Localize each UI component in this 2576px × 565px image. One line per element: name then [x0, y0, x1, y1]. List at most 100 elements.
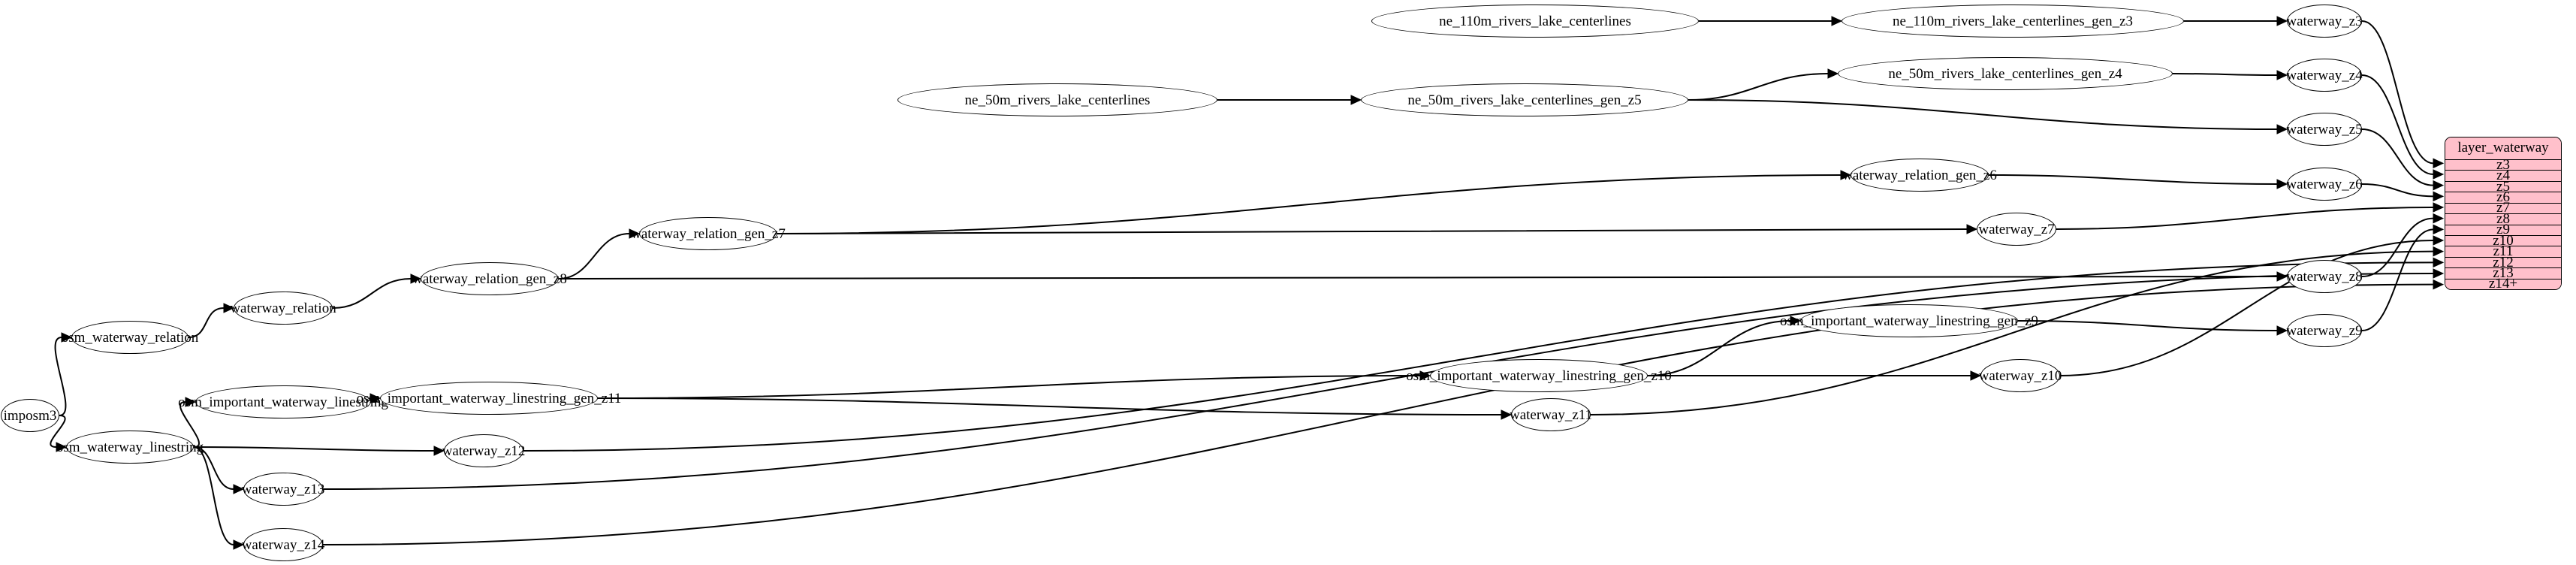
- graph-node-label: waterway_z4: [2286, 67, 2363, 83]
- graph-edge-arrowhead: [1970, 370, 1982, 381]
- graph-edge-arrowhead: [410, 273, 422, 284]
- layer-waterway-row-z11[interactable]: z11: [2445, 243, 2561, 259]
- graph-node-osm-important-waterway-linestring-gen-z11[interactable]: osm_important_waterway_linestring_gen_z1…: [357, 382, 621, 415]
- graph-node-label: ne_50m_rivers_lake_centerlines: [964, 92, 1151, 108]
- layer-waterway-row-z13[interactable]: z13: [2445, 264, 2561, 281]
- layer-waterway-row-label: z8: [2496, 210, 2510, 227]
- layer-waterway-row-z12[interactable]: z12: [2445, 254, 2561, 270]
- graph-node-waterway-relation-gen-z7[interactable]: waterway_relation_gen_z7: [631, 217, 786, 250]
- graph-node-waterway-z6[interactable]: waterway_z6: [2286, 168, 2363, 201]
- layer-waterway-row-z9[interactable]: z9: [2445, 222, 2561, 238]
- graph-node-ne-50m-rivers-lake-centerlines[interactable]: ne_50m_rivers_lake_centerlines: [897, 83, 1217, 116]
- graph-edge-arrowhead: [2276, 16, 2288, 26]
- graph-node-waterway-z9[interactable]: waterway_z9: [2286, 314, 2363, 347]
- graph-node-waterway-z13[interactable]: waterway_z13: [241, 473, 325, 506]
- layer-waterway-row-z14plus[interactable]: z14+: [2445, 276, 2561, 290]
- graph-node-osm-waterway-relation[interactable]: osm_waterway_relation: [62, 321, 198, 354]
- graph-edge: [558, 233, 630, 279]
- graph-node-label: waterway_z3: [2286, 13, 2363, 29]
- layer-waterway-row-z6[interactable]: z6: [2445, 189, 2561, 205]
- graph-node-waterway-z12[interactable]: waterway_z12: [442, 434, 526, 467]
- graph-edge-arrowhead: [2433, 213, 2445, 224]
- graph-edge: [777, 174, 1842, 234]
- graph-edge-arrowhead: [2433, 158, 2445, 169]
- layer-waterway-row-z7[interactable]: z7: [2445, 200, 2561, 216]
- graph-edge-arrowhead: [2433, 268, 2445, 279]
- graph-node-waterway-z4[interactable]: waterway_z4: [2286, 59, 2363, 92]
- graph-node-label: waterway_z13: [241, 481, 325, 497]
- graph-node-ne-110m-rivers-lake-centerlines[interactable]: ne_110m_rivers_lake_centerlines: [1371, 5, 1699, 38]
- graph-node-label: osm_important_waterway_linestring_gen_z1…: [356, 390, 622, 406]
- graph-node-waterway-z14[interactable]: waterway_z14: [242, 528, 324, 561]
- layer-waterway-row-label: z12: [2493, 254, 2514, 270]
- layer-waterway-row-z8[interactable]: z8: [2445, 210, 2561, 227]
- graph-node-ne-50m-rivers-lake-centerlines-gen-z5[interactable]: ne_50m_rivers_lake_centerlines_gen_z5: [1361, 83, 1688, 116]
- graph-edge: [558, 276, 2278, 279]
- layer-waterway-row-z4[interactable]: z4: [2445, 168, 2561, 183]
- graph-node-label: waterway_z12: [442, 443, 526, 459]
- graph-edge: [523, 261, 2434, 452]
- graph-edge-arrowhead: [1350, 95, 1362, 105]
- graph-node-label: imposm3: [3, 407, 57, 424]
- graph-node-osm-waterway-linestring[interactable]: osm_waterway_linestring: [56, 431, 204, 464]
- graph-edge: [193, 446, 435, 452]
- graph-node-waterway-z3[interactable]: waterway_z3: [2286, 5, 2363, 38]
- graph-edge-arrowhead: [2433, 191, 2445, 202]
- graph-edge-arrowhead: [2276, 124, 2288, 134]
- layer-waterway-row-label: z9: [2496, 222, 2510, 238]
- graph-node-label: waterway_z8: [2286, 268, 2363, 285]
- graph-edge-arrowhead: [233, 484, 245, 494]
- graph-node-imposm3[interactable]: imposm3: [1, 399, 59, 432]
- graph-edge: [322, 273, 2434, 490]
- graph-node-waterway-relation[interactable]: waterway_relation: [230, 292, 336, 325]
- graph-edge-arrowhead: [1966, 224, 1978, 234]
- graph-node-waterway-z5[interactable]: waterway_z5: [2286, 113, 2363, 146]
- graph-edge-arrowhead: [1840, 170, 1852, 180]
- graph-node-waterway-relation-gen-z8[interactable]: waterway_relation_gen_z8: [412, 262, 567, 295]
- graph-node-label: ne_50m_rivers_lake_centerlines_gen_z4: [1888, 65, 2122, 82]
- graph-node-label: waterway_z6: [2286, 176, 2363, 192]
- graph-edge: [2361, 228, 2434, 331]
- graph-node-label: waterway_z7: [1978, 221, 2055, 237]
- graph-edge: [54, 337, 67, 416]
- graph-edge: [193, 446, 234, 490]
- graph-node-osm-important-waterway-linestring[interactable]: osm_important_waterway_linestring: [178, 385, 388, 418]
- graph-edge-arrowhead: [1831, 16, 1843, 26]
- graph-edge: [2059, 240, 2434, 376]
- graph-edge: [2361, 128, 2434, 186]
- graph-edge-arrowhead: [1827, 68, 1839, 79]
- graph-edge-arrowhead: [370, 393, 382, 403]
- layer-waterway-row-label: z14+: [2488, 276, 2518, 290]
- graph-node-waterway-z8[interactable]: waterway_z8: [2286, 260, 2363, 293]
- graph-node-waterway-z11[interactable]: waterway_z11: [1510, 398, 1592, 431]
- graph-node-label: ne_110m_rivers_lake_centerlines_gen_z3: [1892, 13, 2134, 29]
- graph-edge-arrowhead: [433, 446, 445, 456]
- layer-waterway-row-z3[interactable]: z3: [2445, 157, 2561, 173]
- layer-waterway-row-label: z13: [2493, 264, 2514, 281]
- graph-node-waterway-z10[interactable]: waterway_z10: [1979, 359, 2062, 392]
- graph-node-label: osm_waterway_relation: [61, 329, 199, 346]
- graph-edge: [597, 397, 1502, 415]
- graph-edge-arrowhead: [56, 442, 68, 452]
- graph-edge: [2361, 74, 2434, 175]
- graph-node-ne-110m-rivers-lake-centerlines-gen-z3[interactable]: ne_110m_rivers_lake_centerlines_gen_z3: [1842, 5, 2184, 38]
- graph-edge: [1988, 174, 2278, 185]
- graph-node-osm-important-waterway-linestring-gen-z10[interactable]: osm_important_waterway_linestring_gen_z1…: [1406, 359, 1672, 392]
- layer-waterway-row-z5[interactable]: z5: [2445, 179, 2561, 195]
- layer-waterway-row-z10[interactable]: z10: [2445, 232, 2561, 249]
- graph-node-osm-important-waterway-linestring-gen-z9[interactable]: osm_important_waterway_linestring_gen_z9: [1780, 304, 2038, 337]
- graph-edge: [1590, 250, 2434, 415]
- layer-waterway-row-label: z10: [2493, 232, 2514, 249]
- graph-edge-arrowhead: [185, 397, 197, 407]
- layer-waterway-row-label: z6: [2496, 189, 2510, 205]
- graph-edge-arrowhead: [2433, 224, 2445, 235]
- graph-node-ne-50m-rivers-lake-centerlines-gen-z4[interactable]: ne_50m_rivers_lake_centerlines_gen_z4: [1838, 57, 2173, 90]
- graph-node-waterway-relation-gen-z6[interactable]: waterway_relation_gen_z6: [1842, 159, 1997, 192]
- graph-edge: [2056, 207, 2434, 230]
- graph-edge-arrowhead: [2433, 246, 2445, 257]
- graph-edge: [332, 278, 412, 309]
- graph-edge: [597, 375, 1421, 399]
- graph-node-waterway-z7[interactable]: waterway_z7: [1977, 213, 2056, 246]
